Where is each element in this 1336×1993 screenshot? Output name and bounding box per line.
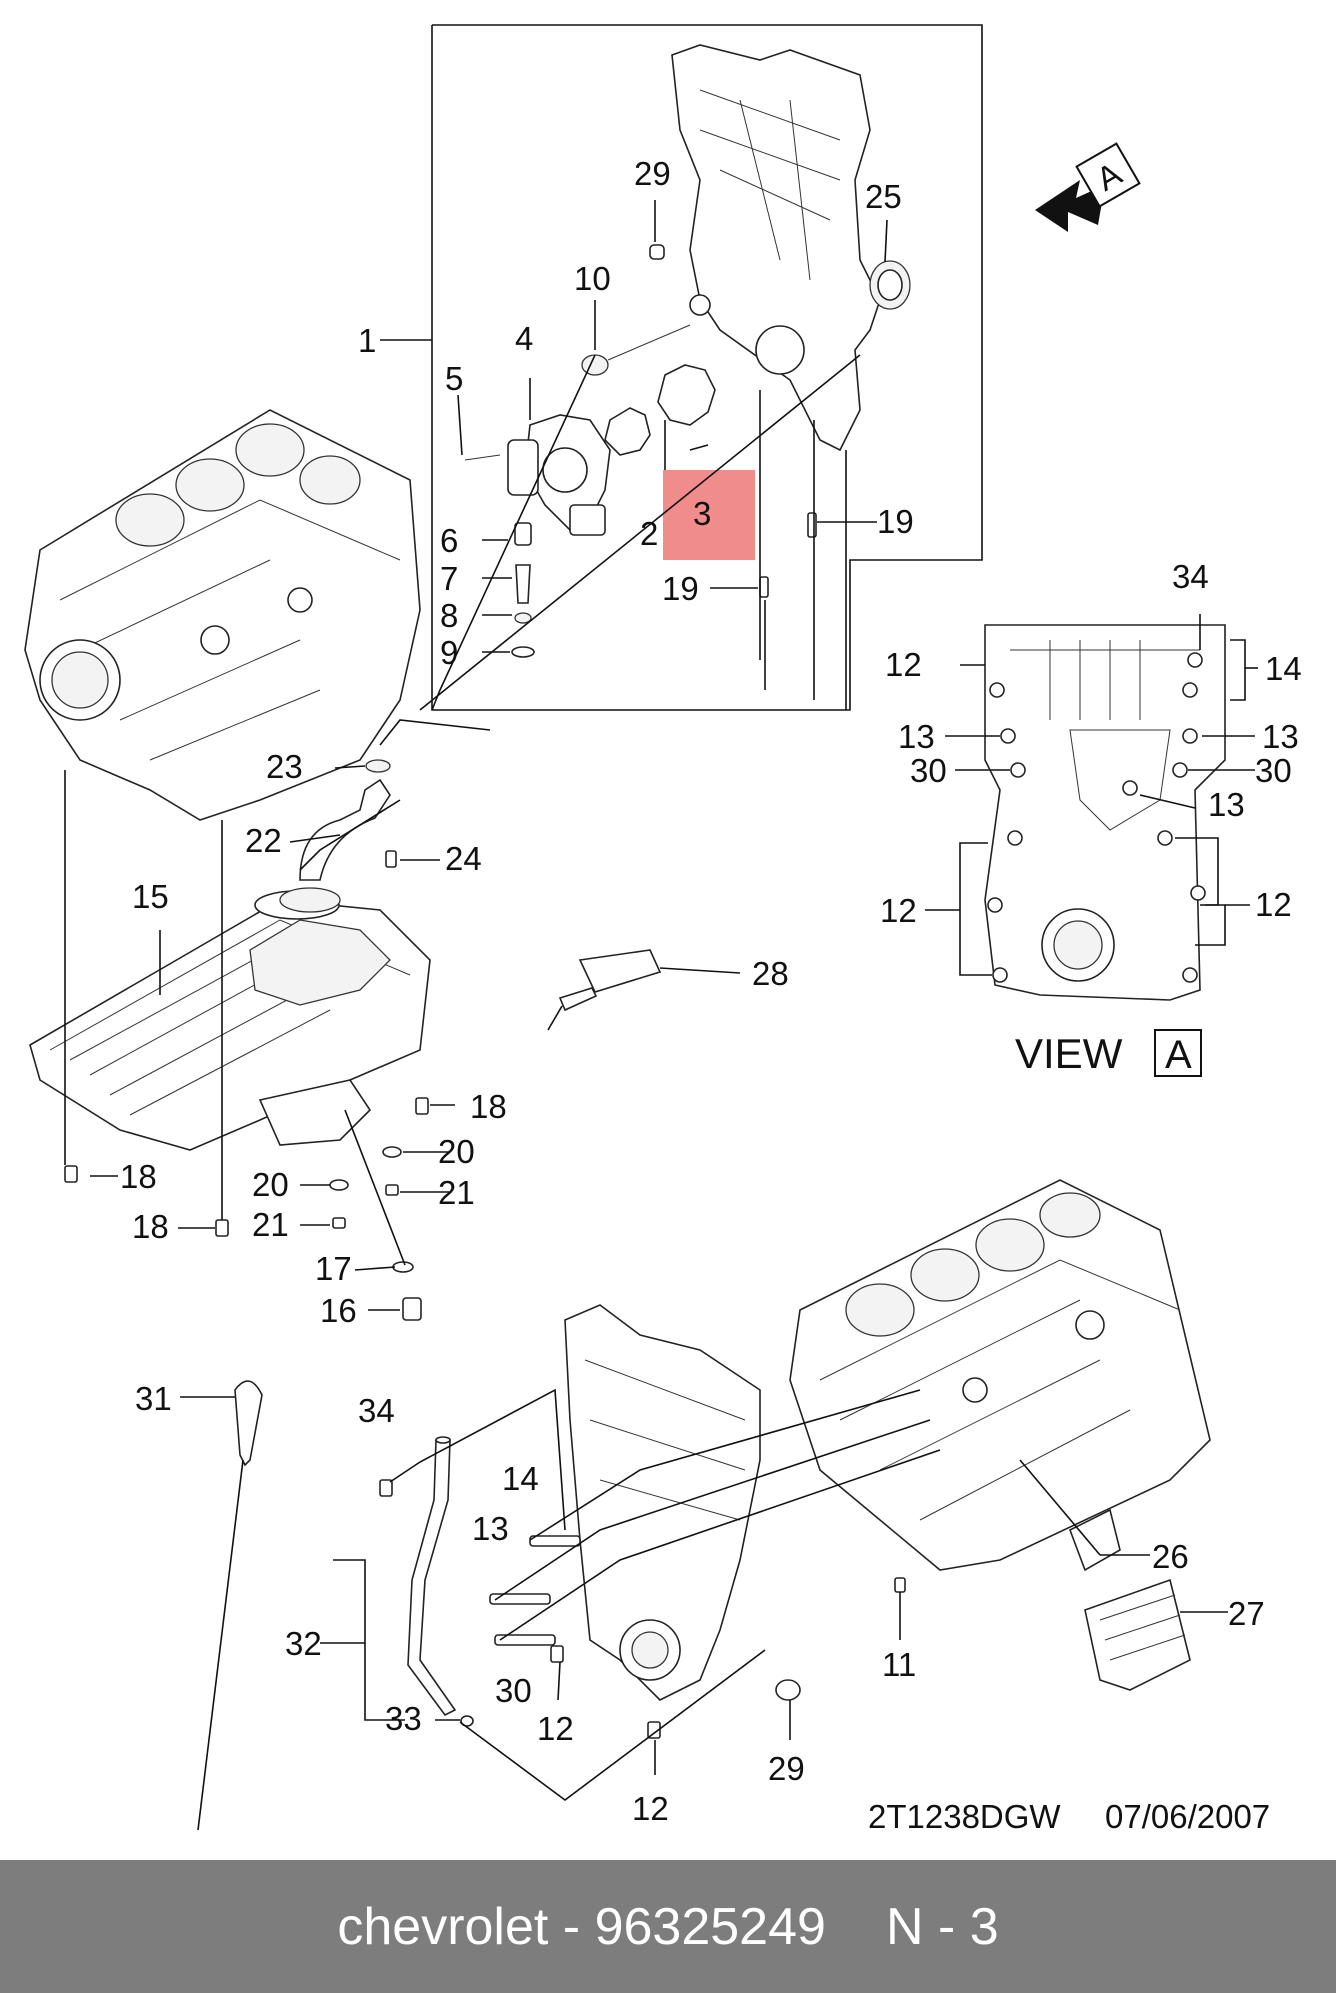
- callout-25: 25: [865, 178, 902, 215]
- lower-engine-block: [789, 1179, 1211, 1571]
- view-letter-box: [1154, 1029, 1202, 1077]
- sealant-tube: [547, 949, 662, 1031]
- callout-9: 9: [440, 634, 458, 671]
- footer-title: chevrolet - 96325249: [337, 1897, 826, 1956]
- callout-7: 7: [440, 560, 458, 597]
- callout-14-view: 14: [1265, 650, 1302, 687]
- callout-17: 17: [315, 1250, 352, 1287]
- callout-33: 33: [385, 1700, 422, 1737]
- callout-4: 4: [515, 320, 533, 357]
- view-arrow: [1035, 180, 1105, 232]
- highlight-box: [663, 470, 755, 560]
- callout-30-view-r: 30: [1255, 752, 1292, 789]
- callout-29-lower: 29: [768, 1750, 805, 1787]
- engine-block-left: [24, 409, 421, 821]
- callout-12-lower-b: 12: [632, 1790, 669, 1827]
- callout-28: 28: [752, 955, 789, 992]
- callout-12-view-tl: 12: [885, 646, 922, 683]
- oil-filter: [1068, 1508, 1191, 1691]
- oil-pan: [29, 890, 431, 1151]
- callout-5: 5: [445, 360, 463, 397]
- callout-34-view: 34: [1172, 558, 1209, 595]
- lower-hardware: [379, 1479, 906, 1739]
- front-cover-exploded: [464, 44, 911, 658]
- callout-13-view-r: 13: [1262, 718, 1299, 755]
- callout-18-right: 18: [470, 1088, 507, 1125]
- drain-hardware: [64, 1097, 429, 1321]
- callout-22: 22: [245, 822, 282, 859]
- callout-6: 6: [440, 522, 458, 559]
- callout-23: 23: [266, 748, 303, 785]
- drawing-date: 07/06/2007: [1105, 1798, 1270, 1835]
- callout-12-view-bl: 12: [880, 892, 917, 929]
- callout-18-left: 18: [120, 1158, 157, 1195]
- parts-diagram: A: [24, 24, 1302, 1835]
- callout-27: 27: [1228, 1595, 1265, 1632]
- drawing-code: 2T1238DGW: [868, 1798, 1061, 1835]
- callout-13-view-c: 13: [1208, 786, 1245, 823]
- callout-30-view-l: 30: [910, 752, 947, 789]
- callout-13-view-l: 13: [898, 718, 935, 755]
- callout-2: 2: [640, 515, 658, 552]
- footer-bar: chevrolet - 96325249 N - 3: [0, 1860, 1336, 1993]
- callout-19-right: 19: [877, 503, 914, 540]
- callout-16: 16: [320, 1292, 357, 1329]
- callout-34-lower: 34: [358, 1392, 395, 1429]
- leader-lines: [64, 200, 1258, 1801]
- callout-3: 3: [693, 495, 711, 532]
- callout-11: 11: [882, 1646, 916, 1683]
- callout-30-lower: 30: [495, 1672, 532, 1709]
- callout-32: 32: [285, 1625, 322, 1662]
- dipstick: [197, 1380, 263, 1831]
- callout-labels: 1 2 3 4 5 6 7 8 9 10 29 25 19 19 23 22 2…: [120, 155, 1302, 1827]
- footer-page: N - 3: [885, 1897, 999, 1956]
- callout-24: 24: [445, 840, 482, 877]
- dipstick-tube: [407, 1436, 457, 1717]
- callout-29-top: 29: [634, 155, 671, 192]
- oil-pickup: [279, 759, 397, 913]
- callout-12-lower-a: 12: [537, 1710, 574, 1747]
- arrow-letter-box: [1075, 142, 1141, 208]
- callout-10: 10: [574, 260, 611, 297]
- callout-14-lower: 14: [502, 1460, 539, 1497]
- callout-20-left: 20: [252, 1166, 289, 1203]
- callout-20-right: 20: [438, 1133, 475, 1170]
- callout-21-right: 21: [438, 1174, 475, 1211]
- callout-26: 26: [1152, 1538, 1189, 1575]
- lower-front-cover: [564, 1304, 761, 1701]
- view-letter: A: [1165, 1033, 1192, 1077]
- view-a-cover: [984, 624, 1226, 1001]
- callout-21-left: 21: [252, 1206, 289, 1243]
- callout-19-left: 19: [662, 570, 699, 607]
- callout-8: 8: [440, 597, 458, 634]
- view-label: VIEW: [1015, 1030, 1123, 1077]
- callout-13-lower: 13: [472, 1510, 509, 1547]
- callout-31: 31: [135, 1380, 172, 1417]
- callout-12-view-br: 12: [1255, 886, 1292, 923]
- callout-1: 1: [358, 322, 376, 359]
- callout-18-lower: 18: [132, 1208, 169, 1245]
- callout-15: 15: [132, 878, 169, 915]
